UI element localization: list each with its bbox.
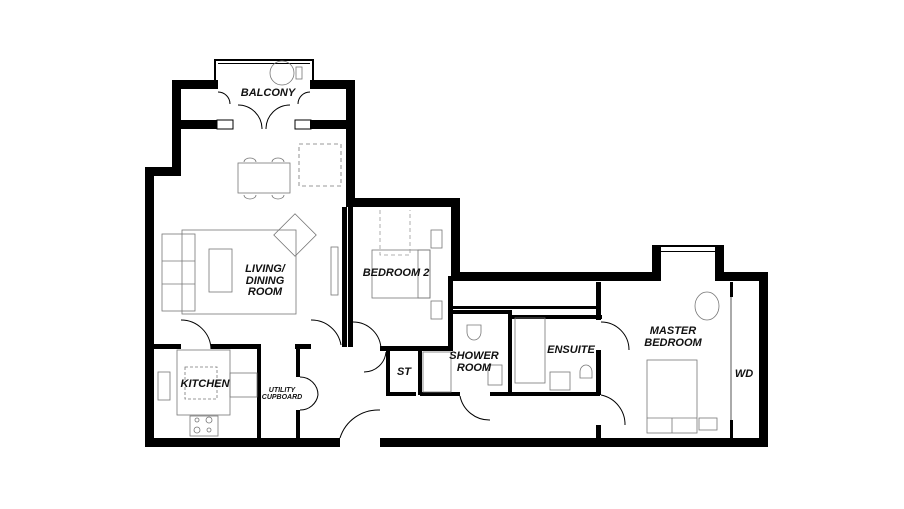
furniture	[157, 60, 720, 437]
room-label-kitchen: KITCHEN	[180, 378, 230, 390]
room-label-balcony: BALCONY	[240, 87, 296, 99]
room-label-bedroom-2: BEDROOM 2	[362, 267, 430, 279]
windows	[216, 119, 732, 420]
room-label-wd: WD	[734, 368, 754, 380]
room-label-st: ST	[396, 366, 412, 378]
walls	[145, 59, 768, 447]
room-label-shower-room: SHOWER ROOM	[449, 350, 499, 374]
room-label-master-bedroom: MASTER BEDROOM	[644, 325, 702, 349]
room-label-utility-cupboard: UTILITY CUPBOARD	[261, 387, 303, 402]
room-label-ensuite: ENSUITE	[547, 344, 595, 356]
doors	[180, 91, 630, 439]
room-label-living-dining: LIVING/ DINING ROOM	[245, 263, 285, 299]
